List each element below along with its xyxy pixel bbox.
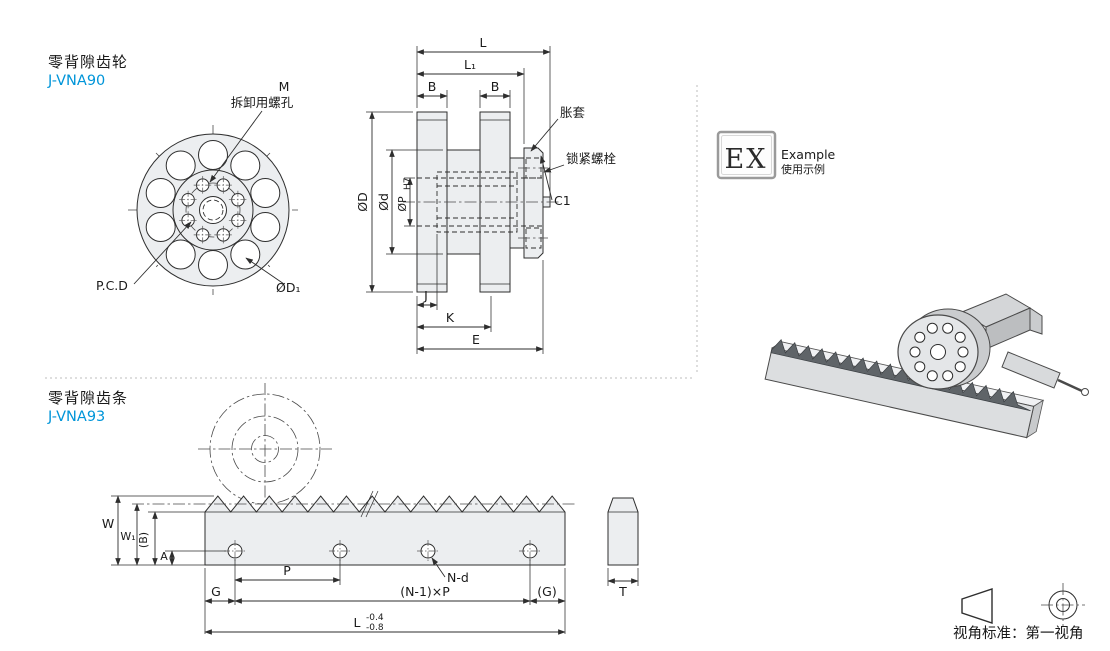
rack-section-title: 零背隙齿条 [48, 389, 129, 407]
dim-label-l1: L₁ [464, 57, 476, 72]
dim-label-nd: N-d [447, 570, 469, 585]
projection-symbols: 视角标准：第一视角 [953, 583, 1085, 642]
usage-example-illustration [764, 293, 1089, 439]
gear-part-code[interactable]: J-VNA90 [48, 73, 106, 89]
frustum-symbol [961, 588, 993, 624]
dim-label-g-right: (G) [537, 584, 556, 599]
dim-label-w: W [102, 516, 114, 531]
dim-label-b: (B) [137, 532, 150, 548]
dim-label-b-right: B [491, 79, 500, 94]
label-expansion-sleeve: 胀套 [560, 105, 586, 120]
dim-label-od-hub: Ød [376, 193, 391, 211]
ex-logo-text: EX [725, 144, 768, 175]
dim-label-np: (N-1)×P [400, 584, 450, 599]
dim-label-rack-l-tol-lower: -0.8 [366, 623, 384, 633]
rack-side-view: W W₁ (B) A P G (N-1)×P (G) N-d L -0.4 -0… [102, 383, 575, 635]
dim-label-op-bore: ØP [396, 196, 409, 212]
label-removal-hole: 拆卸用螺孔 [231, 95, 294, 110]
label-lock-bolt: 锁紧螺栓 [566, 151, 617, 166]
dim-label-d1: ØD₁ [276, 280, 300, 295]
view-standard-label: 视角标准：第一视角 [953, 624, 1084, 642]
gear-front-view: M 拆卸用螺孔 P.C.D ØD₁ [96, 79, 300, 295]
rack-part-code[interactable]: J-VNA93 [48, 409, 106, 425]
dim-label-e: E [472, 332, 480, 347]
dim-label-od-outer: ØD [355, 192, 370, 211]
dim-label-pcd: P.C.D [96, 278, 128, 293]
dim-label-j: J [423, 288, 428, 303]
dim-label-g: G [211, 584, 221, 599]
gear-side-view: L L₁ B B ØD Ød ØP H7 J K E 胀套 锁紧螺栓 C1 [355, 35, 617, 354]
dim-label-m: M [279, 79, 290, 94]
dim-label-l: L [480, 35, 487, 50]
example-label-en: Example [781, 147, 836, 162]
dim-label-t: T [618, 584, 627, 599]
dim-label-b-left: B [428, 79, 437, 94]
dim-label-c1: C1 [554, 193, 571, 208]
example-label-cn: 使用示例 [781, 162, 825, 176]
ex-logo: EX Example 使用示例 [716, 130, 836, 180]
gear-section-title: 零背隙齿轮 [48, 53, 129, 71]
dim-label-rack-l: L [354, 615, 361, 630]
dim-label-a: A [160, 550, 168, 563]
dim-label-rack-l-tol-upper: -0.4 [366, 613, 384, 623]
dim-label-k: K [446, 310, 455, 325]
dim-label-p: P [283, 563, 291, 578]
dim-label-op-tolerance: H7 [403, 178, 413, 191]
dim-label-w1: W₁ [120, 530, 135, 543]
rack-end-view: T [607, 497, 639, 599]
